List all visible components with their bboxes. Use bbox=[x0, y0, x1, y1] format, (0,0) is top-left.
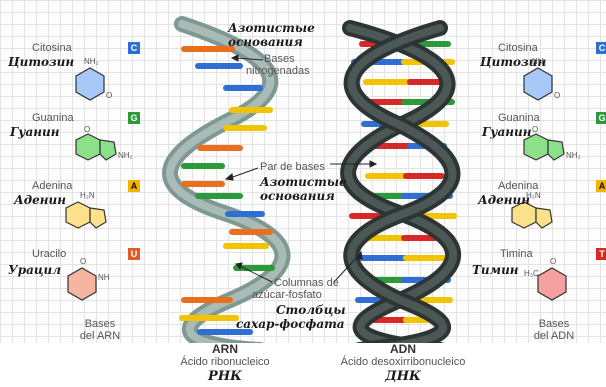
right-footer-2: del ADN bbox=[524, 330, 584, 342]
right-adenine-letter: A bbox=[596, 180, 606, 192]
dna-abbr: ADN bbox=[368, 343, 438, 355]
left-adenine-letter: A bbox=[128, 180, 140, 192]
left-uracil-o: O bbox=[80, 256, 86, 268]
left-uracil-es: Uracilo bbox=[32, 248, 66, 260]
left-guanine-letter: G bbox=[128, 112, 140, 124]
label-bases-ru-2: основания bbox=[228, 36, 303, 48]
left-uracil-nh: NH bbox=[98, 272, 110, 284]
left-footer-1: Bases bbox=[70, 318, 130, 330]
right-thymine-ru: Тимин bbox=[472, 264, 519, 276]
left-uracil-ru: Урацил bbox=[8, 264, 61, 276]
dna-ru: ДНК bbox=[373, 371, 433, 383]
label-bases-es-2: nitrogenadas bbox=[246, 65, 310, 77]
label-pair-ru-1: Азотистые bbox=[260, 176, 347, 188]
right-thymine-letter: T bbox=[596, 248, 606, 260]
right-cytosine-o: O bbox=[554, 90, 560, 102]
right-thymine-es: Timina bbox=[500, 248, 533, 260]
left-adenine-ru: Аденин bbox=[14, 194, 66, 206]
left-guanine-ru: Гуанин bbox=[10, 126, 59, 138]
molecule-guanine-left bbox=[76, 134, 116, 160]
pointer-pair-left bbox=[230, 168, 258, 178]
dna-helix bbox=[348, 28, 454, 350]
right-guanine-es: Guanina bbox=[498, 112, 540, 124]
left-guanine-o: O bbox=[84, 124, 90, 136]
left-cytosine-es: Citosina bbox=[32, 42, 72, 54]
right-guanine-o: O bbox=[532, 124, 538, 136]
right-cytosine-es: Citosina bbox=[498, 42, 538, 54]
label-pair-ru-2: основания bbox=[260, 190, 335, 202]
right-thymine-h3c: H₃C bbox=[524, 268, 539, 280]
label-pair-es: Par de bases bbox=[260, 161, 325, 173]
right-adenine-ru: Аденин bbox=[478, 194, 530, 206]
left-cytosine-letter: C bbox=[128, 42, 140, 54]
left-guanine-es: Guanina bbox=[32, 112, 74, 124]
right-cytosine-nh2: NH₂ bbox=[532, 56, 547, 68]
right-cytosine-letter: C bbox=[596, 42, 606, 54]
dna-name: Ácido desoxirribonucleico bbox=[318, 356, 488, 368]
label-bases-es-1: Bases bbox=[264, 53, 295, 65]
label-bases-ru-1: Азотистые bbox=[228, 22, 315, 34]
left-guanine-nh2: NH₂ bbox=[118, 150, 133, 162]
label-cols-ru-1: Столбцы bbox=[276, 304, 346, 316]
rna-abbr: ARN bbox=[190, 343, 260, 355]
rna-name: Ácido ribonucleico bbox=[155, 356, 295, 368]
rna-ru: РНК bbox=[195, 371, 255, 383]
right-guanine-nh2: NH₂ bbox=[566, 150, 581, 162]
bottom-band bbox=[0, 343, 606, 387]
right-footer-1: Bases bbox=[524, 318, 584, 330]
left-cytosine-o: O bbox=[106, 90, 112, 102]
molecule-thymine-right bbox=[538, 268, 566, 300]
right-thymine-o: O bbox=[550, 256, 556, 268]
left-cytosine-nh2: NH₂ bbox=[84, 56, 99, 68]
left-adenine-es: Adenina bbox=[32, 180, 72, 192]
molecule-uracil-left bbox=[68, 268, 96, 300]
right-guanine-letter: G bbox=[596, 112, 606, 124]
left-footer-2: del ARN bbox=[70, 330, 130, 342]
right-adenine-h2n: H₂N bbox=[526, 190, 541, 202]
left-cytosine-ru: Цитозин bbox=[8, 56, 74, 68]
label-cols-es-2: azúcar-fosfato bbox=[252, 289, 322, 301]
right-guanine-ru: Гуанин bbox=[482, 126, 531, 138]
left-uracil-letter: U bbox=[128, 248, 140, 260]
label-cols-es-1: Columnas de bbox=[274, 277, 339, 289]
left-adenine-h2n: H₂N bbox=[80, 190, 95, 202]
label-cols-ru-2: сахар-фосфата bbox=[236, 318, 345, 330]
molecule-cytosine-left bbox=[76, 68, 104, 100]
molecule-adenine-left bbox=[66, 202, 106, 228]
molecule-cytosine-right bbox=[524, 68, 552, 100]
